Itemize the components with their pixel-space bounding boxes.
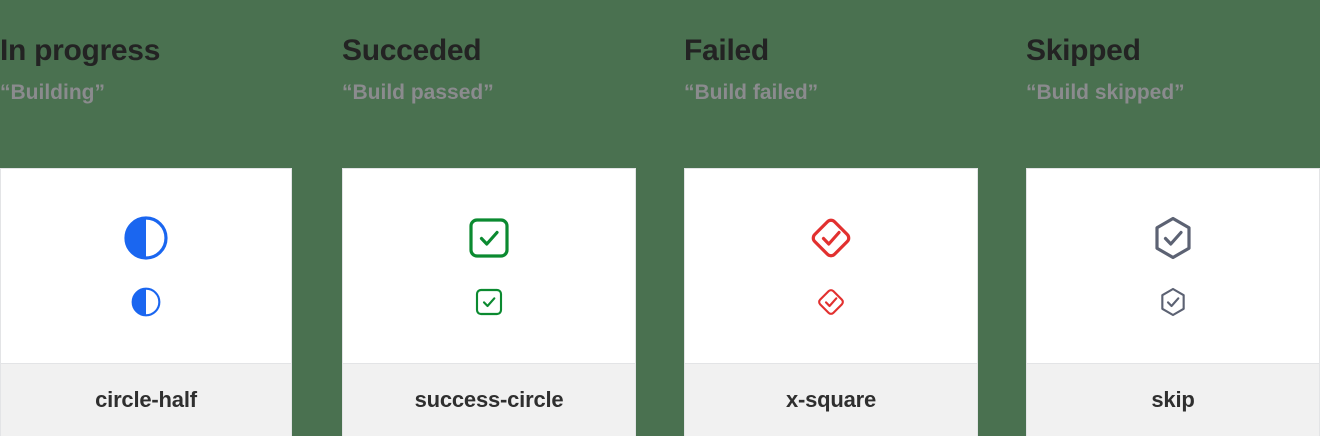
skip-icon [1149,214,1197,262]
icon-preview-area [343,169,635,363]
circle-half-icon [122,214,170,262]
icon-preview-area [685,169,977,363]
icon-card[interactable]: circle-half [0,168,292,436]
icon-name-label: skip [1151,387,1195,412]
column-subtitle: “Build failed” [684,81,819,104]
icon-name-label: x-square [785,387,877,412]
status-column-skip: Skipped “Build skipped” skip [1026,0,1320,436]
x-square-icon-small [815,286,847,318]
success-circle-icon [465,214,513,262]
icon-name-footer: circle-half [1,363,291,436]
column-title: Succeded [342,34,482,67]
status-column-x-square: Failed “Build failed” x-square [684,0,978,436]
column-title: Skipped [1026,34,1141,67]
column-title: In progress [0,34,161,67]
column-subtitle: “Building” [0,81,105,104]
status-column-success-circle: Succeded “Build passed” success-circle [342,0,636,436]
icon-card[interactable]: x-square [684,168,978,436]
x-square-icon [807,214,855,262]
icon-preview-area [1027,169,1319,363]
column-title: Failed [684,34,769,67]
column-header: Failed “Build failed” [684,0,978,104]
column-subtitle: “Build passed” [342,81,494,104]
column-header: Skipped “Build skipped” [1026,0,1320,104]
icon-name-label: success-circle [414,387,564,412]
icon-name-footer: skip [1027,363,1319,436]
column-subtitle: “Build skipped” [1026,81,1185,104]
column-header: Succeded “Build passed” [342,0,636,104]
icon-name-footer: x-square [685,363,977,436]
column-header: In progress “Building” [0,0,292,104]
icon-card[interactable]: success-circle [342,168,636,436]
icon-name-footer: success-circle [343,363,635,436]
circle-half-icon-small [130,286,162,318]
skip-icon-small [1157,286,1189,318]
icon-card[interactable]: skip [1026,168,1320,436]
icon-name-label: circle-half [95,387,197,412]
status-column-circle-half: In progress “Building” circle-half [0,0,292,436]
success-circle-icon-small [473,286,505,318]
icon-preview-area [1,169,291,363]
